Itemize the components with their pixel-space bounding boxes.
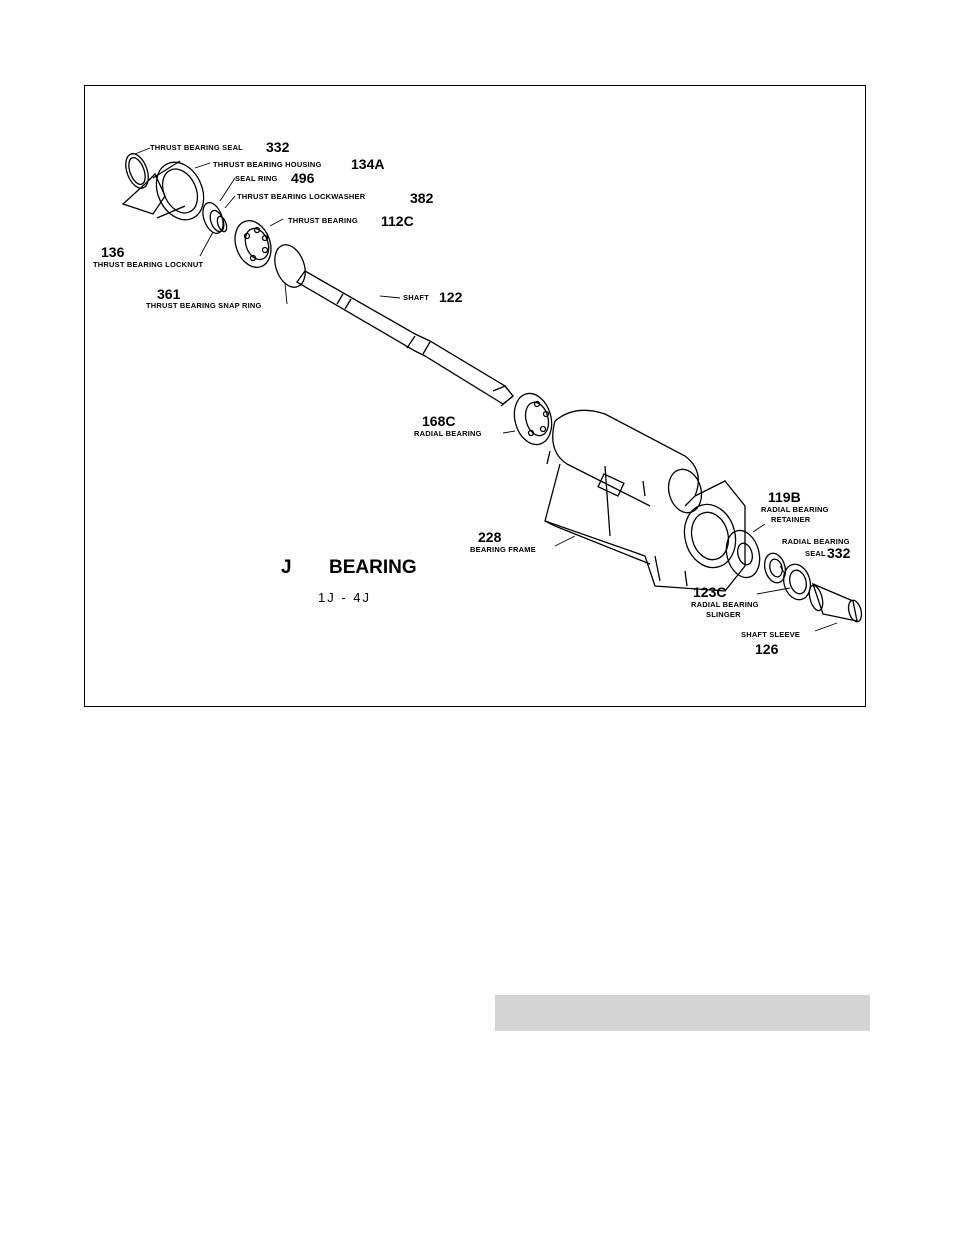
diagram-subtitle: 1J - 4J — [318, 590, 371, 605]
label-snap-ring-number: 361 — [157, 286, 181, 302]
part-labels: THRUST BEARING SEAL 332 THRUST BEARING H… — [93, 139, 851, 657]
label-radial-bearing: RADIAL BEARING — [414, 429, 482, 438]
gray-bar — [495, 995, 870, 1031]
label-radial-bearing-slinger: RADIAL BEARING — [691, 600, 759, 609]
label-shaft: SHAFT — [403, 293, 429, 302]
label-radial-bearing-seal-number: 332 — [827, 545, 851, 561]
thrust-bearing-housing-drawing — [121, 160, 205, 221]
label-radial-bearing-retainer-number: 119B — [768, 489, 801, 505]
label-radial-bearing-number: 168C — [422, 413, 455, 429]
label-thrust-bearing-locknut: THRUST BEARING LOCKNUT — [93, 260, 203, 269]
label-thrust-bearing-seal: THRUST BEARING SEAL — [150, 143, 243, 152]
label-bearing-frame-number: 228 — [478, 529, 502, 545]
label-seal-ring-number: 496 — [291, 170, 315, 186]
exploded-bearing-diagram: THRUST BEARING SEAL 332 THRUST BEARING H… — [93, 139, 863, 657]
label-thrust-bearing-housing-number: 134A — [351, 156, 384, 172]
radial-bearing-drawing — [513, 392, 553, 446]
leader-lines — [134, 147, 838, 632]
label-thrust-bearing: THRUST BEARING — [288, 216, 358, 225]
radial-bearing-seal-drawing — [763, 552, 787, 584]
thrust-bearing-seal-drawing — [125, 153, 149, 189]
label-radial-bearing-slinger-2: SLINGER — [706, 610, 741, 619]
label-thrust-bearing-seal-number: 332 — [266, 139, 290, 155]
diagram-frame: THRUST BEARING SEAL 332 THRUST BEARING H… — [84, 85, 866, 707]
label-radial-bearing-seal: RADIAL BEARING — [782, 537, 850, 546]
thrust-bearing-drawing — [234, 220, 272, 268]
label-radial-bearing-retainer-2: RETAINER — [771, 515, 811, 524]
shaft-sleeve-drawing — [808, 582, 863, 623]
snap-ring-drawing — [274, 244, 306, 288]
shaft-drawing — [296, 270, 514, 407]
seal-ring-drawing — [202, 202, 228, 234]
title-prefix: J — [281, 557, 292, 578]
label-bearing-frame: BEARING FRAME — [470, 545, 536, 554]
label-thrust-bearing-lockwasher: THRUST BEARING LOCKWASHER — [237, 192, 366, 201]
label-thrust-bearing-lockwasher-number: 382 — [410, 190, 434, 206]
label-shaft-sleeve-number: 126 — [755, 641, 779, 657]
label-radial-bearing-retainer: RADIAL BEARING — [761, 505, 829, 514]
diagram-title: BEARING — [329, 557, 417, 578]
radial-bearing-slinger-drawing — [782, 563, 812, 601]
label-seal-ring: SEAL RING — [235, 174, 278, 183]
label-radial-bearing-seal-2: SEAL — [805, 549, 826, 558]
label-shaft-sleeve: SHAFT SLEEVE — [741, 630, 800, 639]
label-thrust-bearing-housing: THRUST BEARING HOUSING — [213, 160, 322, 169]
label-thrust-bearing-number: 112C — [381, 213, 414, 229]
label-snap-ring: THRUST BEARING SNAP RING — [146, 301, 262, 310]
bearing-frame-drawing — [544, 409, 746, 592]
label-thrust-bearing-locknut-number: 136 — [101, 244, 125, 260]
radial-bearing-retainer-drawing — [725, 529, 761, 579]
label-shaft-number: 122 — [439, 289, 463, 305]
label-radial-bearing-slinger-number: 123C — [693, 584, 726, 600]
